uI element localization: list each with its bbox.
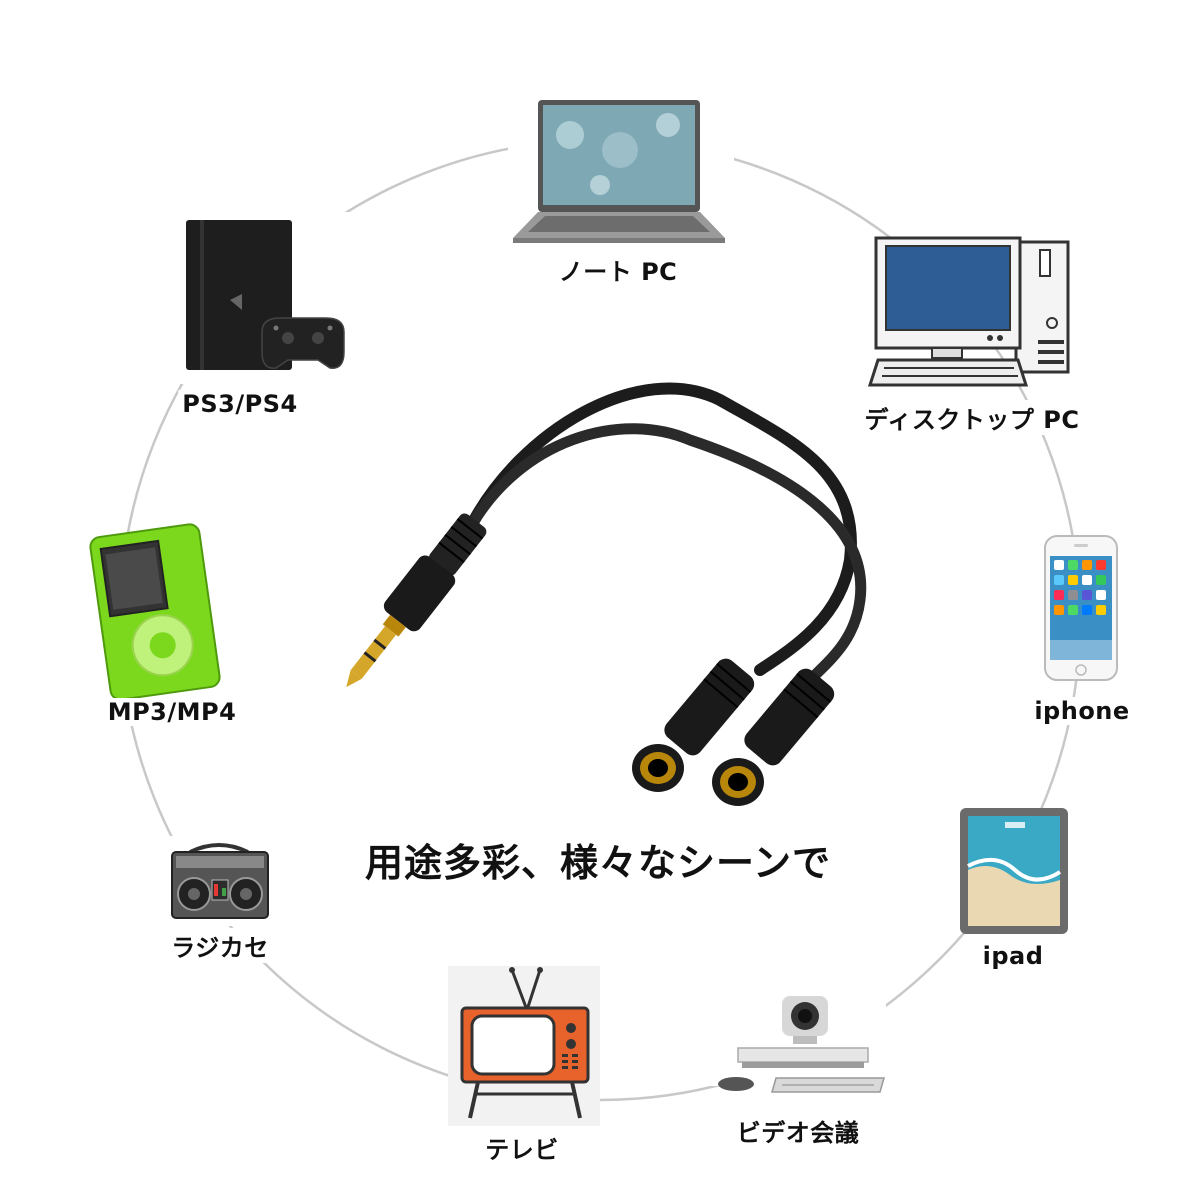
retro-tv-icon (448, 966, 600, 1126)
video-conference-label: ビデオ会議 (732, 1113, 864, 1148)
desktop-computer-icon (867, 236, 1070, 387)
tablet-icon (960, 808, 1068, 934)
iphone-label: iphone (1030, 697, 1134, 725)
console-label: PS3/PS4 (178, 390, 302, 418)
laptop-icon (508, 90, 734, 250)
video-conference-camera-icon (710, 986, 886, 1093)
boombox-icon (166, 836, 272, 926)
desktop-label: ディスクトップ PC (860, 400, 1084, 435)
headline: 用途多彩、様々なシーンで (364, 841, 832, 885)
audio-splitter-cable-icon (346, 382, 867, 806)
game-console-icon (178, 212, 352, 384)
mp3-player-icon (89, 523, 221, 701)
tv-label: テレビ (481, 1130, 563, 1165)
ipad-label: ipad (978, 942, 1048, 970)
smartphone-icon (1044, 535, 1118, 681)
mp3-label: MP3/MP4 (103, 698, 241, 726)
radio-cassette-label: ラジカセ (167, 928, 273, 963)
laptop-label: ノート PC (554, 252, 682, 287)
